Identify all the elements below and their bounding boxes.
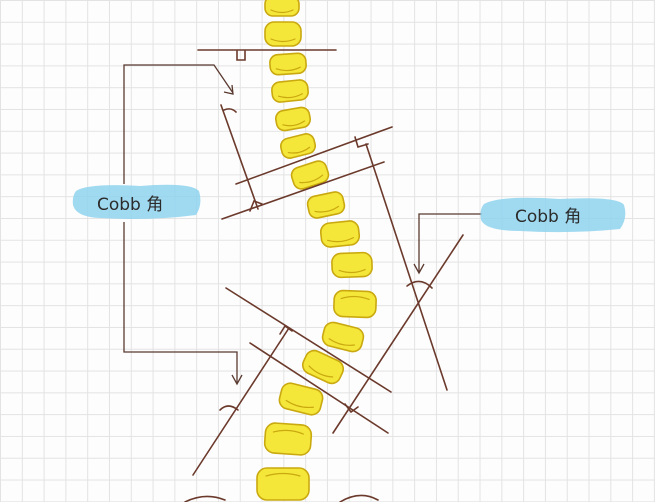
- left-callout-line-bottom: [123, 222, 238, 383]
- vertebra: [264, 21, 302, 47]
- left-cobb-text: Cobb 角: [97, 195, 163, 215]
- right-cobb-label: Cobb 角: [480, 197, 626, 233]
- vertebra: [290, 160, 330, 190]
- angle-arc-right: [406, 280, 433, 289]
- vertebra: [256, 467, 310, 501]
- right-angle-markers: [236, 50, 369, 414]
- lower-endplate-line-a: [225, 287, 392, 393]
- right-angle-marker: [249, 199, 263, 212]
- right-angle-marker: [344, 403, 359, 414]
- right-angle-marker: [279, 324, 293, 335]
- vertebra: [278, 382, 324, 416]
- right-callout: Cobb 角: [413, 197, 626, 275]
- lower-endplate-line-b: [249, 342, 389, 434]
- left-callout-line-top: [123, 64, 234, 184]
- vertebra: [264, 0, 300, 17]
- upper-endplate-line-b: [221, 161, 385, 220]
- perpendicular-lower-left: [192, 327, 290, 476]
- vertebra: [269, 52, 307, 76]
- vertebra: [274, 106, 312, 132]
- right-callout-line: [418, 213, 482, 272]
- right-angle-marker: [236, 50, 246, 61]
- perpendicular-upper-left: [220, 104, 259, 210]
- vertebra: [331, 251, 373, 279]
- vertebra: [263, 422, 313, 456]
- perpendicular-lower-right: [332, 234, 464, 434]
- spine: [184, 0, 379, 502]
- left-callout: Cobb 角: [72, 64, 243, 386]
- vertebra: [333, 289, 377, 319]
- pelvis-left-outline: [184, 495, 226, 502]
- perpendicular-lines: [192, 104, 464, 476]
- vertebra: [279, 133, 317, 159]
- left-label-highlight: [72, 184, 201, 219]
- perpendicular-upper-right: [365, 143, 448, 391]
- angle-arc-bottom: [219, 405, 239, 411]
- vertebra: [319, 220, 361, 248]
- angle-arcs: [219, 108, 433, 411]
- right-cobb-text: Cobb 角: [515, 207, 581, 227]
- left-cobb-label: Cobb 角: [72, 184, 201, 219]
- left-callout-arrow-top: [223, 84, 234, 95]
- pelvis-right-outline: [339, 494, 379, 502]
- vertebra: [321, 321, 365, 353]
- vertebra: [306, 191, 346, 219]
- upper-endplate-line-a: [235, 126, 393, 185]
- right-angle-marker: [354, 136, 369, 148]
- vertebra: [301, 349, 345, 385]
- right-callout-arrow: [413, 263, 425, 275]
- endplate-lines: [197, 49, 393, 434]
- right-label-highlight: [480, 197, 626, 233]
- angle-arc: [223, 108, 237, 113]
- vertebra: [271, 79, 309, 103]
- left-callout-arrow-bottom: [231, 374, 243, 386]
